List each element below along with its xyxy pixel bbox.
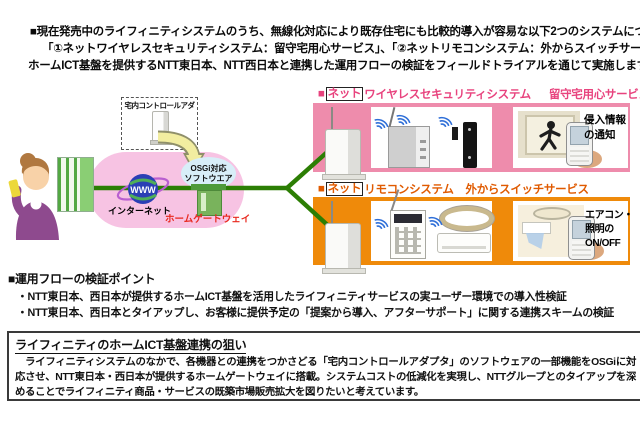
server-building-image xyxy=(57,157,94,212)
wifi-icon xyxy=(396,114,411,126)
security-router-image xyxy=(322,107,366,181)
home-control-adapter-box: 宅内コントロールアダプタ xyxy=(121,97,198,150)
home-gateway-label: ホームゲートウェイ xyxy=(165,214,251,225)
www-globe-icon: WWW xyxy=(116,174,170,204)
door-sensor-image xyxy=(463,122,477,168)
internet-label: インターネット xyxy=(108,206,172,216)
home-gateway-shelf xyxy=(191,184,226,190)
remote-controller-image xyxy=(390,189,426,259)
intrusion-callout: 侵入情報 の通知 xyxy=(584,114,626,141)
security-transmitter-image xyxy=(388,107,430,168)
intro-line-2: 「①ネットワイヤレスセキュリティシステム：留守宅用心サービス」、「②ネットリモコ… xyxy=(42,43,640,55)
verification-bullet-1: ・NTT東日本、西日本が提供するホームICT基盤を活用したライフィニティサービス… xyxy=(17,291,567,303)
intro-line-1: ■現在発売中のライフィニティシステムのうち、無線化対応により既存住宅にも比較的導… xyxy=(30,26,640,38)
aim-box-body: ライフィニティシステムのなかで、各機器との連携をつかさどる「宅内コントロールアダ… xyxy=(15,357,636,398)
verification-bullet-2: ・NTT東日本、西日本とタイアップし、お客様に提供予定の「提案から導入、アフター… xyxy=(17,307,614,319)
remote-net-boxed-word: ネット xyxy=(325,182,364,196)
mobile-phone-image xyxy=(566,122,593,166)
control-adapter-device-image xyxy=(150,111,172,145)
onoff-callout: エアコン・ 照明の ON/OFF xyxy=(585,210,633,249)
security-title-bullet: ■ xyxy=(318,88,325,100)
svg-text:WWW: WWW xyxy=(130,185,156,195)
aim-box: ライフィニティのホームICT基盤連携の狙い ライフィニティシステムのなかで、各機… xyxy=(7,331,640,401)
intro-line-3: ホームICT基盤を提供するNTT東日本、NTT西日本と連携した運用フローの検証を… xyxy=(28,60,640,72)
remote-service-name: 外からスイッチサービス xyxy=(465,184,590,196)
mobile-phone-image xyxy=(568,216,595,260)
remote-router-image xyxy=(322,201,366,275)
woman-with-phone-illustration xyxy=(8,153,60,240)
wifi-icon xyxy=(374,218,389,230)
wifi-icon xyxy=(438,116,453,128)
security-service-name: 留守宅用心サービス xyxy=(548,89,640,101)
home-gateway-image xyxy=(197,190,222,216)
security-net-boxed-word: ネット xyxy=(325,87,364,101)
security-system-title: ■ネットワイヤレスセキュリティシステム 留守宅用心サービス xyxy=(318,86,640,102)
ceiling-light-image xyxy=(440,206,494,231)
security-title-text: ワイヤレスセキュリティシステム xyxy=(364,89,531,101)
door-sensor-magnet-image xyxy=(452,127,458,140)
wifi-icon xyxy=(428,216,443,228)
aim-box-title: ライフィニティのホームICT基盤連携の狙い xyxy=(15,335,247,354)
remote-title-bullet: ■ xyxy=(318,183,325,195)
verification-heading: ■運用フローの検証ポイント xyxy=(8,272,156,286)
air-conditioner-image xyxy=(437,233,491,253)
wifi-icon xyxy=(374,118,389,130)
burglar-silhouette xyxy=(539,121,561,151)
remote-title-text: リモコンシステム xyxy=(364,184,454,196)
remote-system-title: ■ネットリモコンシステム外からスイッチサービス xyxy=(318,181,589,197)
